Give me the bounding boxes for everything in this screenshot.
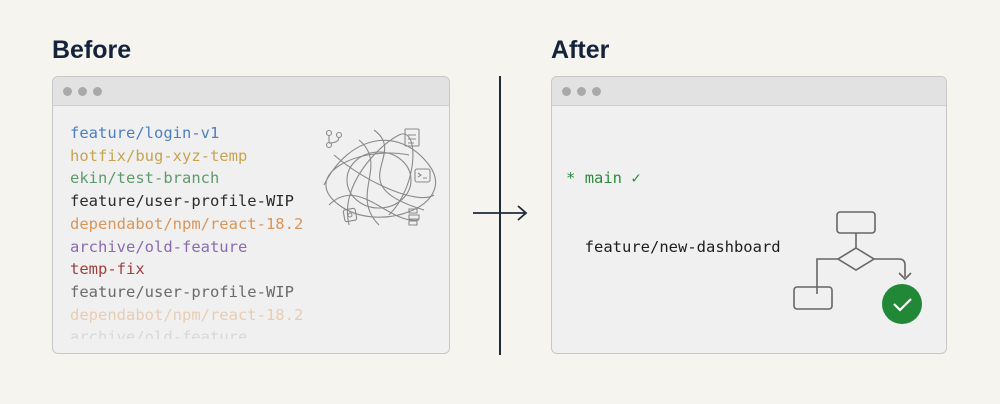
before-heading: Before xyxy=(52,36,132,64)
current-marker: * xyxy=(566,169,576,188)
branch-item: feature/new-dashboard xyxy=(566,236,781,259)
branch-item: feature/login-v1 xyxy=(70,124,220,142)
branch-name: feature/new-dashboard xyxy=(584,237,781,256)
divider xyxy=(499,76,501,355)
after-window: * main ✓ feature/new-dashboard xyxy=(551,76,947,354)
branch-item: dependabot/npm/react-18.2 xyxy=(70,305,304,324)
window-dot-icon xyxy=(78,86,87,96)
branch-item: temp-fix xyxy=(70,260,145,279)
after-heading: After xyxy=(551,36,610,64)
branch-item: feature/user-profile-WIP xyxy=(70,282,294,301)
branch-name: main xyxy=(584,169,623,188)
check-icon: ✓ xyxy=(631,169,641,188)
window-dot-icon xyxy=(577,86,586,96)
window-titlebar xyxy=(53,77,449,106)
window-titlebar xyxy=(552,77,946,106)
branch-item: archive/old-feature xyxy=(70,237,248,256)
branch-item: ekin/test-branch xyxy=(70,169,220,188)
tangled-branches-icon xyxy=(323,128,437,226)
arrow-right-icon xyxy=(473,205,528,221)
branch-list: * main ✓ feature/new-dashboard xyxy=(566,122,781,304)
current-branch: * main ✓ xyxy=(566,167,781,190)
branch-item: hotfix/bug-xyz-temp xyxy=(70,146,248,165)
window-dot-icon xyxy=(63,86,72,96)
window-dot-icon xyxy=(592,86,601,96)
flowchart-icon xyxy=(793,211,922,324)
before-window: feature/login-v1 hotfix/bug-xyz-temp ekin/… xyxy=(52,76,450,354)
window-dot-icon xyxy=(562,86,571,96)
branch-item: dependabot/npm/react-18.2 xyxy=(70,214,304,233)
branch-list: feature/login-v1 hotfix/bug-xyz-temp ekin/… xyxy=(70,122,303,339)
success-check-icon xyxy=(882,284,922,324)
window-dot-icon xyxy=(93,86,102,96)
branch-item: feature/user-profile-WIP xyxy=(70,192,294,211)
branch-item: archive/old-feature xyxy=(70,328,248,340)
